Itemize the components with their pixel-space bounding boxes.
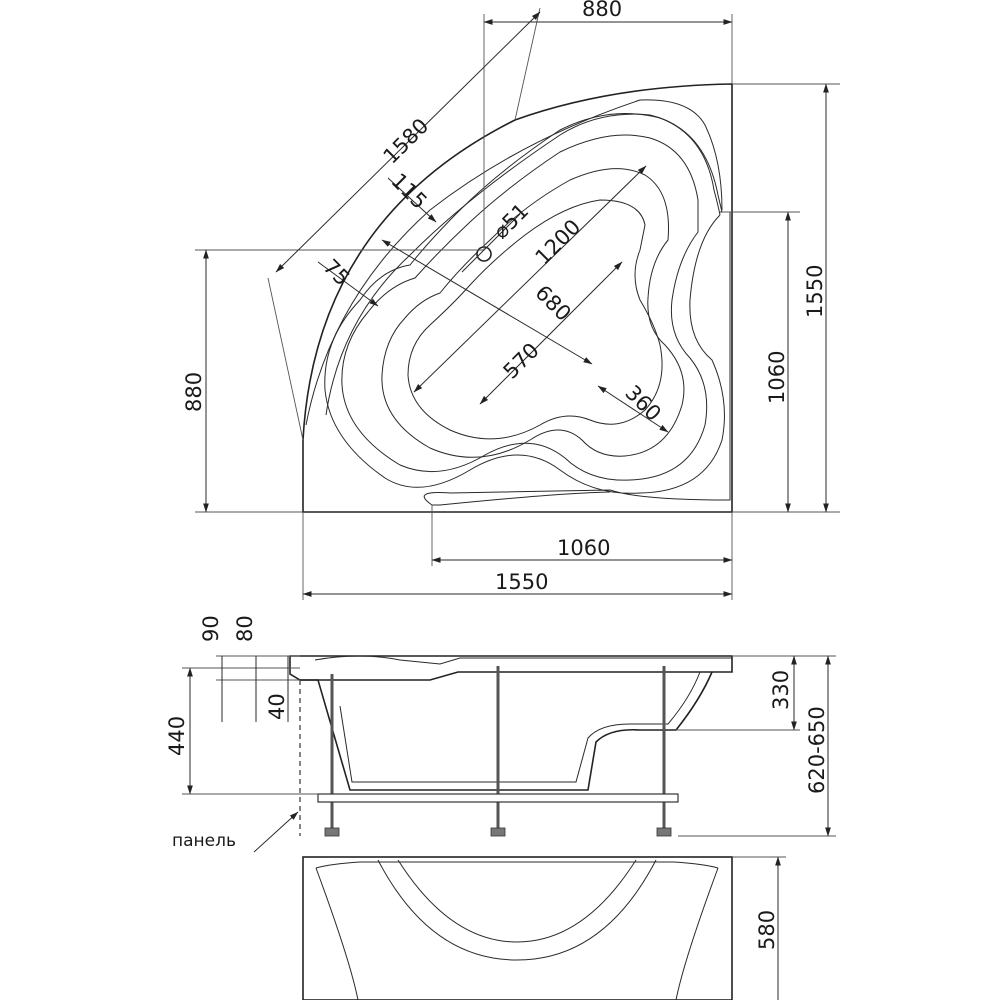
dim-880-left: 880 xyxy=(182,372,206,412)
dim-580: 580 xyxy=(755,910,779,950)
rim-top-contour xyxy=(314,655,732,665)
dim-1550-bottom: 1550 xyxy=(495,570,548,594)
panel-arc-outer xyxy=(675,867,719,1000)
panel-arc-outer-top xyxy=(315,861,719,869)
dim-330: 330 xyxy=(769,670,793,710)
dim-40: 40 xyxy=(265,693,289,720)
dim-620-650: 620-650 xyxy=(805,706,829,794)
dim-440: 440 xyxy=(165,716,189,756)
dim-line-360 xyxy=(597,385,669,433)
dim-line-570 xyxy=(479,261,623,405)
basin-outer xyxy=(324,113,731,506)
panel-label: панель xyxy=(172,831,236,851)
dim-880-top: 880 xyxy=(582,0,622,21)
tub-body-inner xyxy=(339,671,701,783)
dim-line-75 xyxy=(317,261,379,307)
dim-115: 115 xyxy=(386,169,431,214)
dim-1060-right: 1060 xyxy=(765,351,789,404)
dim-1060-bottom: 1060 xyxy=(557,536,610,560)
dim-1580: 1580 xyxy=(379,114,434,169)
panel-outline xyxy=(302,856,733,1000)
panel-arc-outer xyxy=(315,867,359,1000)
dim-80: 80 xyxy=(233,615,257,642)
top-view: 880 1550 1060 880 1060 1550 1580 115 75 … xyxy=(182,0,840,600)
dim-drain: ⌀51 xyxy=(489,199,534,244)
frame-foot xyxy=(324,827,340,837)
dim-1200: 1200 xyxy=(531,215,586,270)
dim-680: 680 xyxy=(530,281,575,326)
rim-slab xyxy=(289,655,733,681)
basin-middle xyxy=(341,134,708,481)
dim-90: 90 xyxy=(199,615,223,642)
panel-leader xyxy=(253,811,299,853)
ext-line xyxy=(267,277,304,441)
frame-foot xyxy=(656,827,672,837)
panel-view: 580 xyxy=(302,856,786,1000)
tub-body xyxy=(300,671,713,791)
panel-arc-inner xyxy=(377,859,657,961)
dim-1550-right: 1550 xyxy=(803,265,827,318)
frame-foot xyxy=(490,827,506,837)
panel-arc-inner2 xyxy=(397,859,637,943)
side-view: 90 80 40 440 330 620-650 панель xyxy=(165,615,836,853)
dim-line-1580 xyxy=(275,11,541,273)
dim-570: 570 xyxy=(499,338,544,383)
frame-rail xyxy=(317,793,679,803)
